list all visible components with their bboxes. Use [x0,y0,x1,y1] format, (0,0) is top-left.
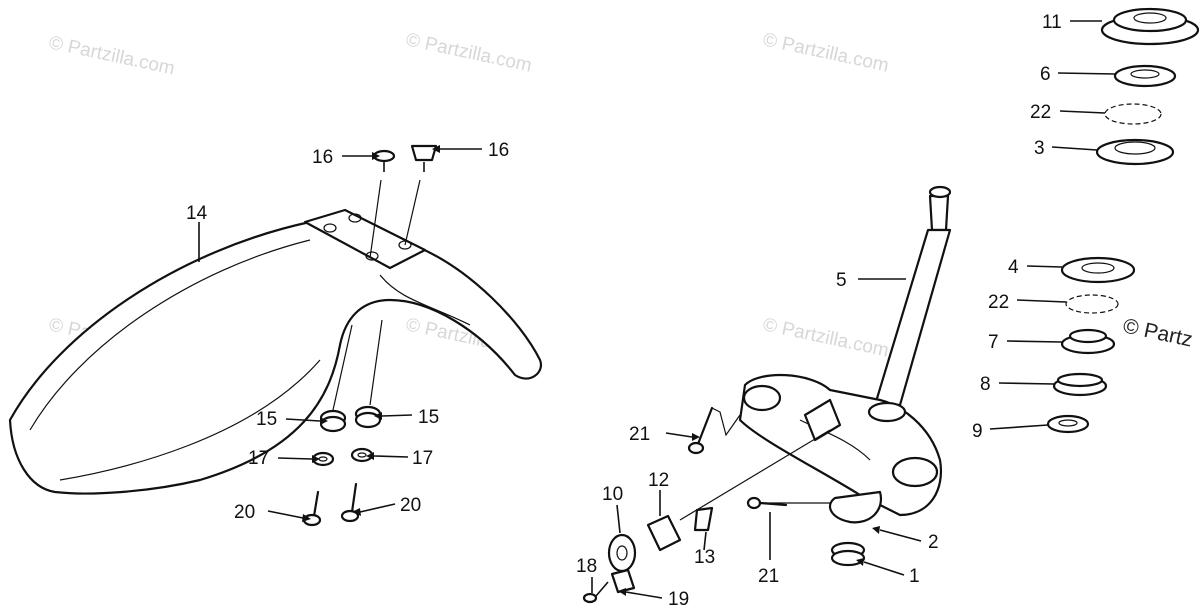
callout-12: 12 [648,470,669,491]
balls-22-upper [1104,103,1162,125]
callout-21: 21 [629,424,650,445]
callout-15: 15 [418,407,439,428]
callout-8: 8 [980,374,991,395]
callout-21: 21 [758,566,779,587]
callout-3: 3 [1034,138,1045,159]
watermark: © Partzilla.com [761,29,891,76]
bolt-21-upper [687,406,741,455]
callout-20: 20 [234,502,255,523]
callout-18: 18 [576,556,597,577]
callout-20: 20 [400,495,421,516]
callout-9: 9 [972,421,983,442]
callout-13: 13 [694,547,715,568]
washer-17-right [350,447,374,463]
leader-lines [198,20,1116,599]
bearing-nut-11 [1100,7,1200,46]
callout-17: 17 [248,448,269,469]
race-4 [1060,256,1136,284]
callout-17: 17 [412,448,433,469]
callout-22: 22 [988,292,1009,313]
washer-10 [607,533,637,573]
screw-18 [582,581,609,604]
callout-16: 16 [312,147,333,168]
watermark-edge: © Partz [1121,314,1195,351]
callout-19: 19 [668,589,689,610]
arrowheads [302,145,880,596]
callout-16: 16 [488,140,509,161]
callout-15: 15 [256,409,277,430]
bottom-bridge [738,373,943,517]
callout-5: 5 [836,270,847,291]
screw-20-right [340,482,360,523]
clamp-bracket-2 [760,490,883,524]
balls-22-lower [1065,294,1119,314]
callout-6: 6 [1040,64,1051,85]
steering-stem [873,185,952,407]
callout-4: 4 [1008,257,1019,278]
front-fender [8,208,543,495]
callout-7: 7 [988,332,999,353]
callouts: 16 16 14 15 15 17 17 20 20 5 21 10 12 13… [186,12,1062,610]
callout-10: 10 [602,484,623,505]
race-6 [1113,64,1177,88]
callout-1: 1 [909,566,920,587]
collar-15-right [354,319,383,429]
watermark: © Partzilla.com [761,314,891,361]
race-7 [1060,328,1116,355]
callout-14: 14 [186,203,208,224]
cable-12 [646,429,831,552]
bolt-21-lower [746,496,788,510]
washer-17-left [311,451,335,467]
fender-bolt-16-right [404,144,438,246]
callout-22: 22 [1030,102,1051,123]
seal-8 [1052,372,1108,397]
race-3 [1095,138,1175,166]
washer-9 [1046,414,1090,434]
watermark: © Partzilla.com [404,29,534,76]
spring-13 [693,506,714,532]
watermark: © Partzilla.com [47,32,177,79]
callout-2: 2 [928,532,939,553]
nut-19 [610,568,636,594]
callout-11: 11 [1042,12,1062,33]
